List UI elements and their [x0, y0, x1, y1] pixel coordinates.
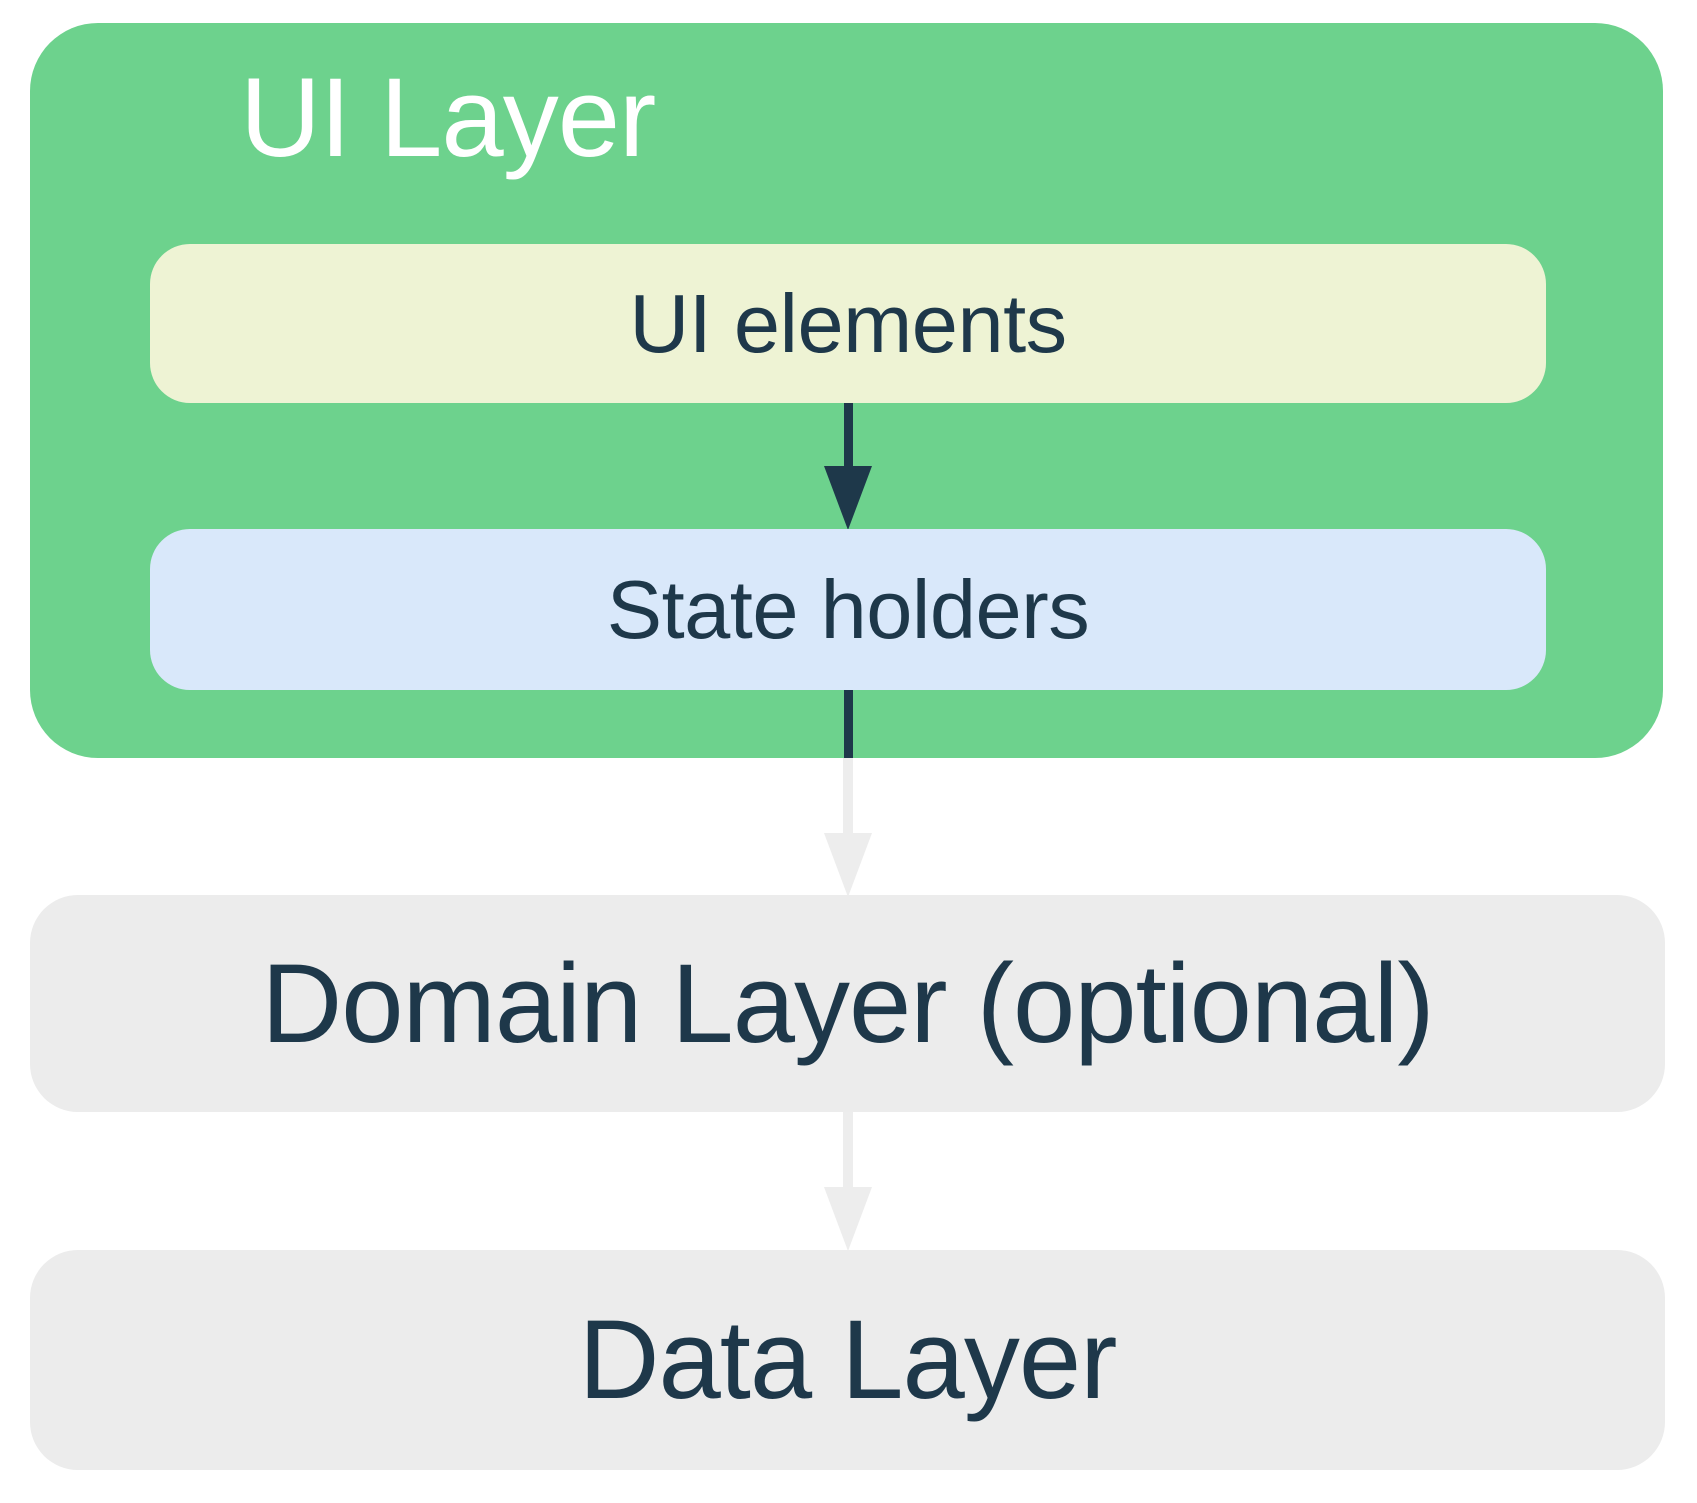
down-arrow-icon-stem-light — [843, 758, 853, 834]
data-layer-label: Data Layer — [578, 1297, 1118, 1422]
ui-elements-node: UI elements — [150, 244, 1546, 403]
down-arrow-icon-head-dark — [824, 466, 872, 530]
down-arrow-icon-head-light — [824, 833, 872, 897]
data-layer-node: Data Layer — [30, 1250, 1665, 1470]
down-arrow-icon-stem-light — [843, 1112, 853, 1188]
down-arrow-icon-stem-dark — [844, 690, 853, 758]
domain-layer-node: Domain Layer (optional) — [30, 895, 1665, 1112]
ui-elements-label: UI elements — [629, 277, 1067, 370]
state-holders-label: State holders — [606, 563, 1090, 656]
domain-layer-label: Domain Layer (optional) — [261, 940, 1434, 1066]
ui-layer-container: UI Layer UI elements State holders — [30, 23, 1663, 758]
state-holders-node: State holders — [150, 529, 1546, 690]
down-arrow-icon-head-light — [824, 1187, 872, 1251]
down-arrow-icon-stem-dark — [844, 403, 853, 466]
ui-layer-title: UI Layer — [240, 55, 656, 180]
